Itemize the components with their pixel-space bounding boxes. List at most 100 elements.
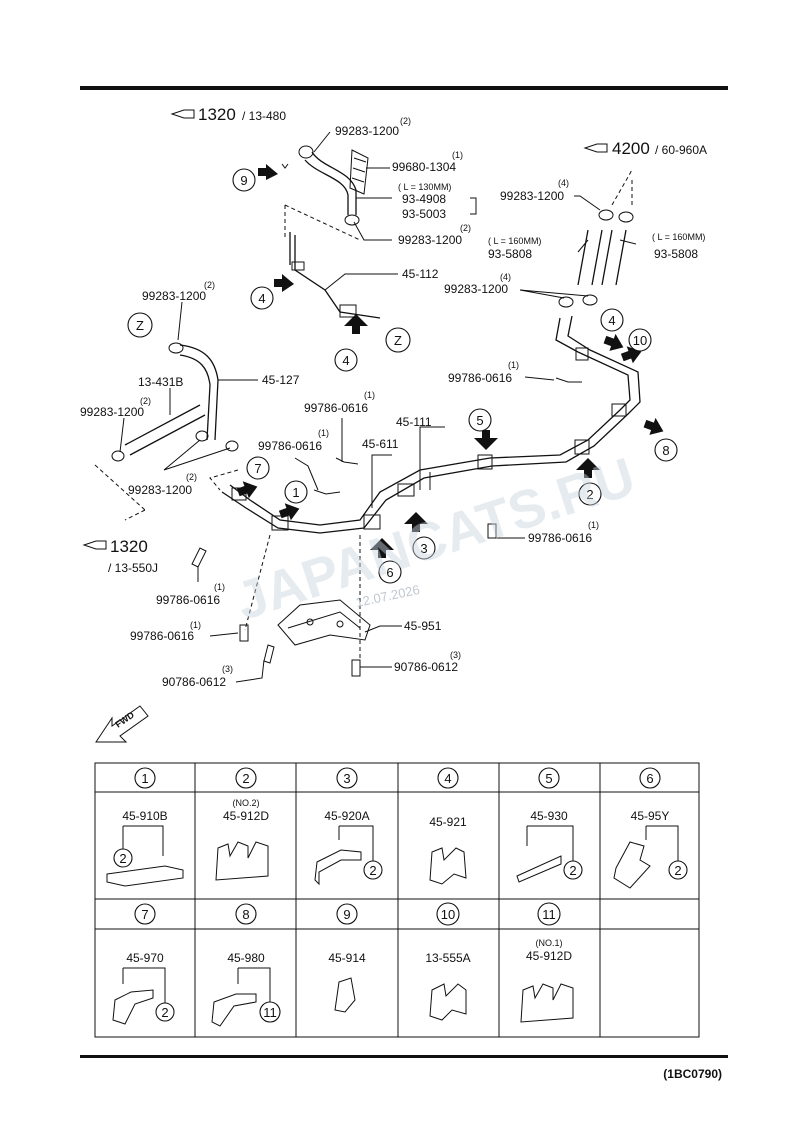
table-row-1: 1 45-910B 2 2 (NO.2) 45-912D 3 45-920A 2…: [106, 767, 688, 889]
part-label: 45-951: [404, 619, 442, 633]
ref-page: 1320: [198, 105, 236, 124]
part-label: 99786-0616: [304, 401, 368, 415]
qty-label: (4): [558, 178, 569, 188]
marker-10: 10: [628, 328, 652, 352]
bolts: [191, 377, 582, 677]
part-label: 13-431B: [138, 375, 183, 389]
marker-8: 8: [654, 438, 678, 462]
svg-text:2: 2: [242, 771, 249, 786]
svg-text:(NO.1): (NO.1): [536, 938, 563, 948]
part-label: 99786-0616: [528, 531, 592, 545]
leader-lines: [119, 131, 637, 683]
svg-text:7: 7: [141, 907, 148, 922]
svg-text:4: 4: [258, 291, 265, 306]
svg-text:6: 6: [646, 771, 653, 786]
hand-pointer-icon: [82, 540, 107, 550]
qty-label: (3): [222, 664, 233, 674]
marker-5: 5: [468, 408, 492, 432]
upper-hose-assembly: [281, 145, 381, 319]
part-label: 93-5808: [488, 247, 532, 261]
part-label: 45-127: [262, 373, 300, 387]
ref-lower-left[interactable]: 1320 / 13-550J: [82, 537, 158, 575]
table-cell: 3 45-920A 2: [314, 767, 383, 886]
svg-text:7: 7: [254, 461, 261, 476]
svg-text:13-555A: 13-555A: [425, 951, 470, 965]
qty-label: (2): [204, 280, 215, 290]
ref-top-left[interactable]: 1320 / 13-480: [170, 105, 286, 124]
svg-text:9: 9: [343, 907, 350, 922]
svg-text:9: 9: [240, 173, 247, 188]
svg-text:45-914: 45-914: [328, 951, 366, 965]
callout-labels: (2) 99283-1200 (1) 99680-1304 ( L = 130M…: [80, 116, 705, 689]
svg-text:2: 2: [674, 863, 681, 878]
qty-label: (2): [400, 116, 411, 126]
note-label: ( L = 160MM): [488, 236, 541, 246]
part-label: 99680-1304: [392, 160, 456, 174]
note-label: ( L = 160MM): [652, 232, 705, 242]
table-cell: 4 45-921: [429, 767, 467, 885]
marker-4a: 4: [250, 286, 274, 310]
marker-7: 7: [246, 456, 270, 480]
right-hose-pair: [558, 169, 634, 308]
part-label: 99283-1200: [128, 483, 192, 497]
svg-text:45-980: 45-980: [227, 951, 265, 965]
marker-4b: 4: [334, 348, 358, 372]
svg-text:2: 2: [586, 487, 593, 502]
hand-pointer-icon: [583, 143, 608, 153]
marker-3: 3: [412, 536, 436, 560]
marker-z-left: Z: [127, 312, 153, 338]
svg-text:1: 1: [292, 485, 299, 500]
part-label: 99786-0616: [448, 371, 512, 385]
qty-label: (1): [318, 428, 329, 438]
svg-text:3: 3: [420, 541, 427, 556]
marker-z-right: Z: [385, 327, 411, 353]
table-cell: 9 45-914: [328, 903, 366, 1013]
qty-label: (2): [460, 223, 471, 233]
bracket-45-951: [244, 534, 371, 660]
left-hose-assembly: [94, 342, 239, 521]
table-cell: 5 45-930 2: [516, 767, 583, 883]
part-label: 93-5808: [654, 247, 698, 261]
marker-1: 1: [284, 480, 308, 504]
table-cell: 6 45-95Y 2: [613, 767, 688, 889]
diagram-markers: 9 4 4 Z Z 4 10 8 5 2 3 6 1 7: [127, 168, 678, 584]
part-label: 99283-1200: [500, 189, 564, 203]
svg-text:45-910B: 45-910B: [122, 809, 167, 823]
svg-text:Z: Z: [394, 333, 402, 348]
ref-top-right[interactable]: 4200 / 60-960A: [583, 139, 707, 158]
svg-text:11: 11: [542, 907, 556, 922]
main-fuel-line: [221, 315, 641, 534]
marker-4c: 4: [600, 308, 624, 332]
svg-text:8: 8: [662, 443, 669, 458]
marker-9: 9: [232, 168, 256, 192]
part-label: 99786-0616: [258, 439, 322, 453]
marker-2: 2: [578, 482, 602, 506]
svg-text:2: 2: [161, 1005, 168, 1020]
svg-text:8: 8: [242, 907, 249, 922]
ref-page: 4200: [612, 139, 650, 158]
part-label: 45-112: [402, 267, 439, 281]
svg-text:4: 4: [444, 771, 451, 786]
part-label: 99786-0616: [130, 629, 194, 643]
bottom-rule: [80, 1055, 728, 1058]
part-label: 99283-1200: [142, 289, 206, 303]
marker-6: 6: [378, 560, 402, 584]
svg-text:45-921: 45-921: [429, 815, 467, 829]
svg-text:45-930: 45-930: [530, 809, 568, 823]
part-label: 99283-1200: [398, 233, 462, 247]
svg-text:10: 10: [633, 333, 647, 348]
svg-text:3: 3: [343, 771, 350, 786]
qty-label: (1): [588, 520, 599, 530]
part-label: 93-4908: [402, 192, 446, 206]
svg-text:(NO.2): (NO.2): [233, 798, 260, 808]
note-label: ( L = 130MM): [398, 182, 451, 192]
table-cell: 7 45-970 2: [112, 903, 175, 1025]
table-row-2: 7 45-970 2 8 45-980 11 9 45-914 10 13-55…: [112, 902, 574, 1027]
part-label: 99283-1200: [335, 124, 399, 138]
clip-arrows: [236, 164, 664, 558]
part-label: 90786-0612: [394, 660, 458, 674]
svg-text:45-912D: 45-912D: [526, 949, 572, 963]
part-label: 99786-0616: [156, 593, 220, 607]
svg-text:45-95Y: 45-95Y: [631, 809, 670, 823]
svg-text:4: 4: [342, 353, 349, 368]
